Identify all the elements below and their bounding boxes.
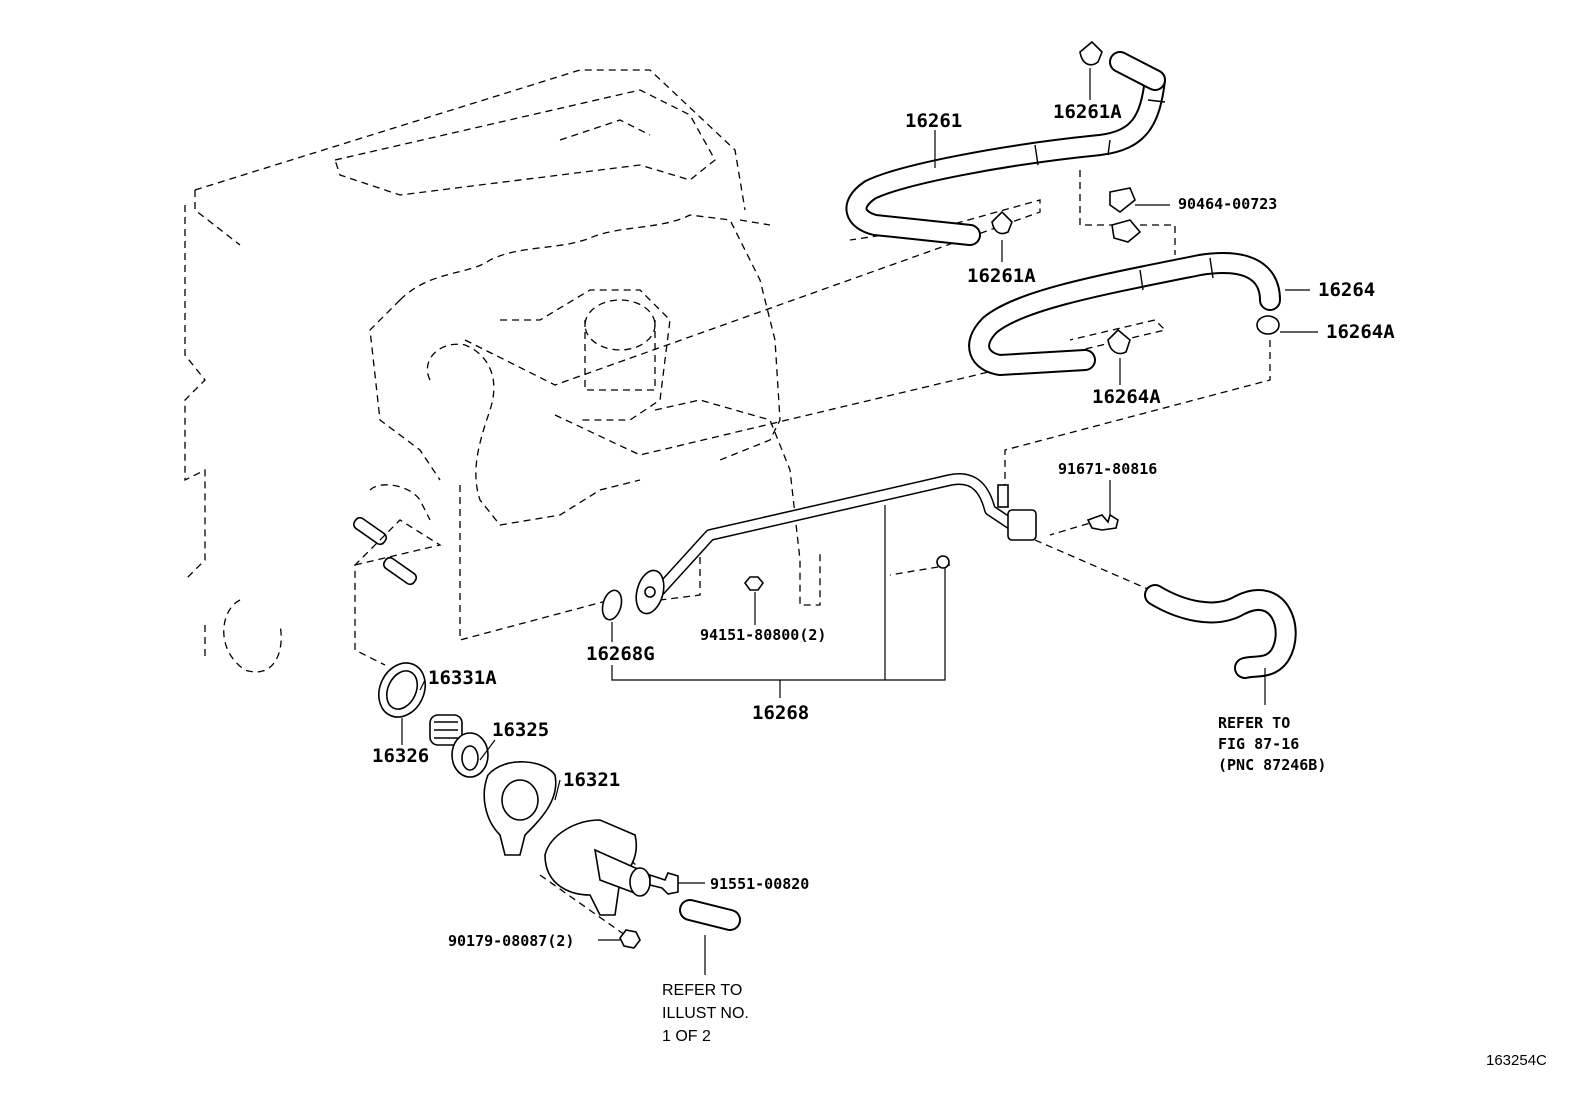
small-parts xyxy=(378,40,1280,949)
dowel-pins xyxy=(352,516,418,586)
label-16261: 16261 xyxy=(905,110,962,132)
hose-16261[interactable] xyxy=(845,51,1166,246)
hose-lower[interactable] xyxy=(679,899,741,931)
note-right-line-3: (PNC 87246B) xyxy=(1218,756,1326,774)
label-16261A-top: 16261A xyxy=(1053,101,1122,123)
label-16264: 16264 xyxy=(1318,279,1375,301)
nut-icon xyxy=(743,576,765,591)
clamp-icon xyxy=(991,210,1013,235)
label-91551-00820: 91551-00820 xyxy=(710,875,809,893)
note-bottom-line-1: REFER TO xyxy=(662,982,742,999)
note-right-line-2: FIG 87-16 xyxy=(1218,735,1299,753)
clamp-icon xyxy=(1107,328,1131,355)
water-pipe-16268[interactable] xyxy=(632,473,1037,617)
label-90179-08087: 90179-08087(2) xyxy=(448,932,574,950)
label-16326: 16326 xyxy=(372,745,429,767)
leader-lines xyxy=(401,68,1318,975)
nut-icon xyxy=(619,929,641,949)
bolt-icon xyxy=(649,872,679,895)
clip-icon xyxy=(1111,219,1142,243)
note-right-line-1: REFER TO xyxy=(1218,714,1290,732)
label-94151-80800: 94151-80800(2) xyxy=(700,626,826,644)
label-90464-00723: 90464-00723 xyxy=(1178,195,1277,213)
label-16261A-mid: 16261A xyxy=(967,265,1036,287)
label-16264A-right: 16264A xyxy=(1326,321,1395,343)
label-91671-80816: 91671-80816 xyxy=(1058,460,1157,478)
reference-note-right: REFER TO FIG 87-16 (PNC 87246B) xyxy=(1218,714,1326,774)
clamp-icon xyxy=(1256,315,1280,335)
label-16264A-lower: 16264A xyxy=(1092,386,1161,408)
note-bottom-line-3: 1 OF 2 xyxy=(662,1028,711,1045)
label-16268: 16268 xyxy=(752,702,809,724)
bolt-icon xyxy=(1086,513,1119,531)
clamp-icon xyxy=(1079,40,1103,66)
label-16321: 16321 xyxy=(563,769,620,791)
part-labels: 16261 16261A 16261A 90464-00723 16264 16… xyxy=(372,101,1395,950)
label-16268G: 16268G xyxy=(586,643,655,665)
gasket-icon xyxy=(601,589,623,621)
figure-id: 163254C xyxy=(1486,1052,1547,1069)
note-bottom-line-2: ILLUST NO. xyxy=(662,1005,749,1022)
thermostat-icon xyxy=(429,714,489,778)
hose-16264[interactable] xyxy=(968,252,1281,376)
clip-icon xyxy=(1109,187,1136,213)
label-16325: 16325 xyxy=(492,719,549,741)
engine-outline xyxy=(184,69,821,673)
clamp-icon xyxy=(936,555,950,569)
hose-outlet-right[interactable] xyxy=(1144,584,1297,679)
reference-note-bottom: REFER TO ILLUST NO. 1 OF 2 xyxy=(662,982,749,1045)
label-16331A: 16331A xyxy=(428,667,497,689)
water-inlet-icon xyxy=(544,819,651,916)
